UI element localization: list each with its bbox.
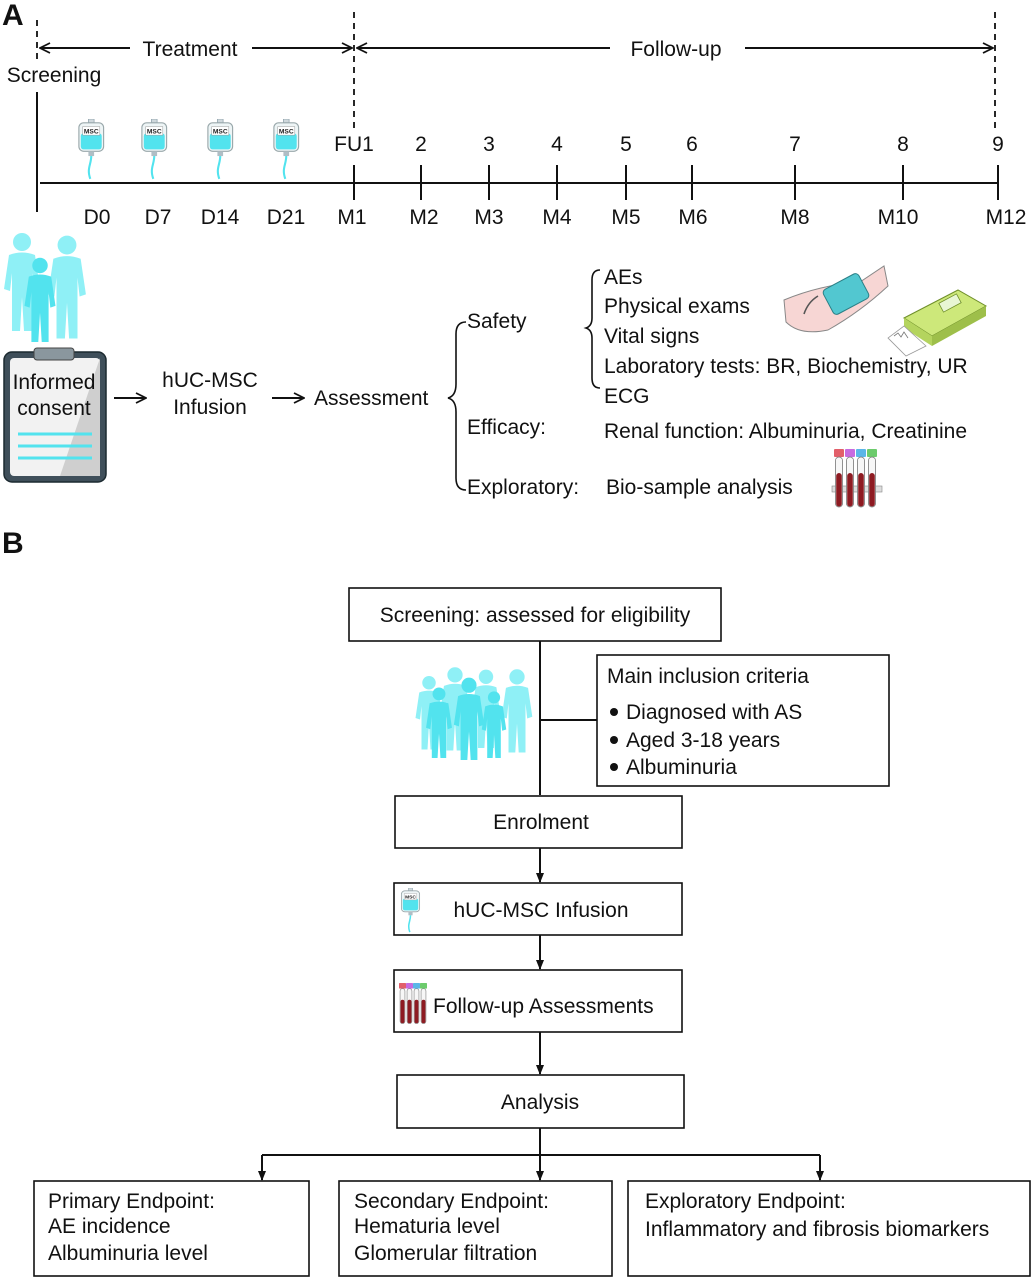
iv-bag-icon [206, 119, 234, 180]
criteria-item-aged: Aged 3-18 years [626, 729, 780, 752]
exploratory-label: Exploratory: [467, 476, 579, 499]
blood-tubes-icon [831, 448, 883, 508]
time-label: M5 [611, 206, 640, 229]
infusion-box [393, 882, 683, 936]
visit-label: 7 [789, 133, 801, 156]
timeline-ticks [353, 165, 999, 200]
exploratory-item: Bio-sample analysis [606, 476, 793, 499]
timeline-time-labels: D0 D7 D14 D21 M1 M2 M3 M4 M5 M6 M8 M10 M12 [84, 206, 1027, 229]
secondary-endpoint-title: Secondary Endpoint: [354, 1190, 549, 1213]
analysis-box [396, 1074, 685, 1129]
treatment-label: Treatment [143, 38, 238, 61]
primary-endpoint-box [33, 1180, 310, 1277]
assessment-label: Assessment [314, 387, 429, 410]
efficacy-label: Efficacy: [467, 416, 546, 439]
time-label: M12 [986, 206, 1027, 229]
time-label: M3 [474, 206, 503, 229]
time-label: D0 [84, 206, 111, 229]
time-label: M10 [878, 206, 919, 229]
crowd-silhouette-icon [415, 667, 533, 760]
time-label: D14 [201, 206, 240, 229]
secondary-endpoint-box [338, 1180, 613, 1277]
safety-item-aes: AEs [604, 266, 643, 289]
informed-consent-line2: consent [17, 397, 91, 420]
safety-item-vital-signs: Vital signs [604, 325, 699, 348]
infusion-line2: Infusion [173, 396, 247, 419]
informed-consent-line1: Informed [13, 371, 96, 394]
criteria-item-albuminuria: Albuminuria [626, 756, 737, 779]
visit-label: 3 [483, 133, 495, 156]
bullet-icon [610, 763, 618, 771]
bullet-icon [610, 736, 618, 744]
exploratory-endpoint-box [627, 1180, 1031, 1277]
time-label: M6 [678, 206, 707, 229]
visit-label: 2 [415, 133, 427, 156]
safety-item-ecg: ECG [604, 385, 650, 408]
primary-endpoint-title: Primary Endpoint: [48, 1190, 215, 1213]
infusion-line1: hUC-MSC [162, 369, 258, 392]
visit-label: 5 [620, 133, 632, 156]
visit-label: FU1 [334, 133, 374, 156]
time-label: M8 [780, 206, 809, 229]
primary-endpoint-item: Albuminuria level [48, 1242, 208, 1265]
criteria-item-diagnosed: Diagnosed with AS [626, 701, 802, 724]
timeline-visit-labels: FU1 2 3 4 5 6 7 8 9 [334, 133, 1004, 156]
screening-box-label: Screening: assessed for eligibility [380, 604, 691, 627]
time-label: D21 [267, 206, 306, 229]
visit-label: 8 [897, 133, 909, 156]
followup-label: Follow-up [630, 38, 721, 61]
iv-bag-icon [140, 119, 168, 180]
ecg-machine-icon [887, 289, 988, 357]
inclusion-criteria-box [596, 654, 890, 787]
safety-item-physical-exams: Physical exams [604, 295, 750, 318]
screening-label: Screening [7, 64, 102, 87]
secondary-endpoint-item: Hematuria level [354, 1215, 500, 1238]
time-label: D7 [145, 206, 172, 229]
bullet-icon [610, 708, 618, 716]
iv-bag-icon [272, 119, 300, 180]
safety-item-laboratory-tests: Laboratory tests: BR, Biochemistry, UR [604, 355, 968, 378]
enrolment-label: Enrolment [493, 811, 589, 834]
secondary-endpoint-item: Glomerular filtration [354, 1242, 537, 1265]
exploratory-endpoint-item: Inflammatory and fibrosis biomarkers [645, 1218, 989, 1241]
time-label: M1 [337, 206, 366, 229]
time-label: M2 [409, 206, 438, 229]
visit-label: 6 [686, 133, 698, 156]
screening-box [348, 587, 722, 642]
blood-pressure-cuff-icon [783, 265, 889, 333]
panel-a-letter: A [2, 0, 24, 32]
safety-brace [583, 269, 601, 389]
iv-bags [77, 119, 300, 180]
infusion-label: hUC-MSC Infusion [453, 899, 628, 922]
iv-bag-icon [77, 119, 105, 180]
inclusion-criteria-title: Main inclusion criteria [607, 665, 809, 688]
panel-b-letter: B [2, 527, 24, 560]
time-label: M4 [542, 206, 571, 229]
safety-label: Safety [467, 310, 527, 333]
family-silhouette-icon [4, 233, 86, 342]
visit-label: 4 [551, 133, 563, 156]
followup-box [393, 969, 683, 1033]
primary-endpoint-item: AE incidence [48, 1215, 171, 1238]
assessment-brace [447, 321, 467, 491]
clipboard-icon [3, 347, 107, 483]
enrolment-box [394, 795, 683, 849]
followup-assessments-label: Follow-up Assessments [433, 995, 654, 1018]
visit-label: 9 [992, 133, 1004, 156]
exploratory-endpoint-title: Exploratory Endpoint: [645, 1190, 846, 1213]
efficacy-item: Renal function: Albuminuria, Creatinine [604, 420, 967, 443]
analysis-label: Analysis [501, 1091, 579, 1114]
